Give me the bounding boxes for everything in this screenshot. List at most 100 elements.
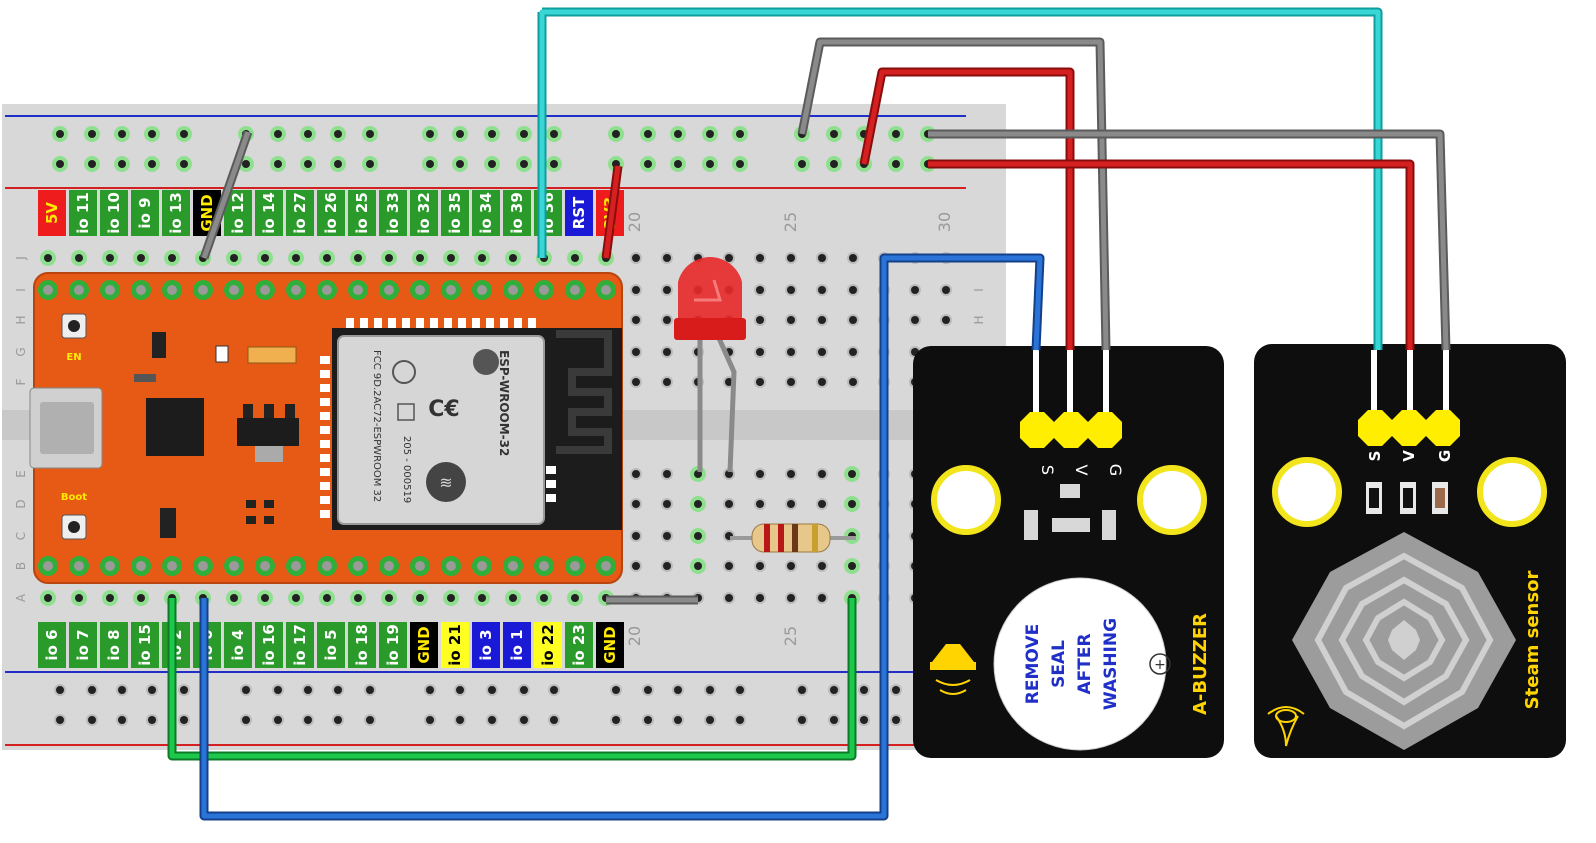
breadboard-hole-center (148, 130, 156, 138)
pin-label: io 5 (322, 629, 340, 660)
breadboard-hole-center (818, 562, 826, 570)
svg-text:AFTER: AFTER (1075, 633, 1095, 694)
row-letter: J (14, 256, 28, 261)
pin-label: io 9 (136, 197, 154, 228)
buzzer-pin-s[interactable] (1020, 412, 1054, 448)
pin-label: 5V (43, 202, 61, 224)
breadboard-hole-center (612, 716, 620, 724)
board-pin-center (570, 561, 580, 571)
breadboard-hole-center (426, 130, 434, 138)
breadboard-hole-center (292, 594, 300, 602)
breadboard-hole-center (56, 686, 64, 694)
esp-wroom-module: ESP-WROOM-32 FCC 9D.2AC72-ESPWROOM 32 20… (320, 318, 622, 530)
breadboard-hole-center (230, 254, 238, 262)
pin-label: io 21 (446, 624, 464, 666)
breadboard-hole-center (663, 378, 671, 386)
breadboard-hole-center (942, 316, 950, 324)
breadboard-hole-center (725, 500, 733, 508)
usb-port-inner (40, 402, 94, 454)
buzzer-smd-2 (1024, 510, 1038, 540)
svg-text:SEAL: SEAL (1049, 640, 1069, 688)
breadboard-hole-center (334, 716, 342, 724)
row-letter: E (14, 470, 28, 478)
breadboard-hole-center (456, 130, 464, 138)
buzzer-pin-g[interactable] (1088, 412, 1122, 448)
wire-cyan[interactable] (539, 9, 1381, 350)
breadboard-hole-center (632, 286, 640, 294)
breadboard-hole-center (663, 254, 671, 262)
breadboard-hole-center (274, 716, 282, 724)
breadboard-hole-center (75, 254, 83, 262)
module-pad (416, 318, 424, 328)
buzzer-seal-text: REMOVE SEAL AFTER WASHING (1023, 618, 1121, 710)
wire-red-buzzer-power[interactable] (861, 69, 1073, 350)
board-pin-center (477, 561, 487, 571)
breadboard-hole-center (663, 286, 671, 294)
board-pin-center (353, 285, 363, 295)
resistor[interactable] (730, 523, 856, 553)
breadboard-hole-center (230, 594, 238, 602)
steam-sensor-module: S V G Steam sensor (1254, 344, 1566, 758)
module-pad (320, 496, 330, 504)
breadboard-hole-center (148, 716, 156, 724)
breadboard-hole-center (426, 716, 434, 724)
resistor-band-1 (764, 524, 770, 552)
breadboard-hole-center (632, 562, 640, 570)
wire-red-steam-power[interactable] (928, 161, 1413, 350)
breadboard-hole-center (88, 686, 96, 694)
smd-resistor-2 (264, 404, 274, 418)
pin-label: io 35 (446, 192, 464, 234)
pin-label-box (565, 190, 593, 236)
recycle-icon (392, 360, 416, 384)
pin-label-box (565, 622, 593, 668)
steam-pin-g[interactable] (1426, 410, 1460, 446)
pin-label-box (503, 622, 531, 668)
breadboard-hole-center (818, 254, 826, 262)
breadboard-hole-center (736, 716, 744, 724)
module-pad (320, 440, 330, 448)
breadboard-hole-center (366, 160, 374, 168)
module-shield (337, 335, 545, 525)
breadboard-hole-center (550, 686, 558, 694)
breadboard-hole-center (137, 594, 145, 602)
wire-gray-steam-ground[interactable] (928, 131, 1449, 351)
breadboard-hole-center (366, 130, 374, 138)
breadboard-hole-center (456, 716, 464, 724)
breadboard-hole-center (261, 254, 269, 262)
board-pin-center (508, 561, 518, 571)
breadboard-hole-center (261, 594, 269, 602)
breadboard-hole-center (478, 254, 486, 262)
steam-pin-v[interactable] (1392, 410, 1426, 446)
breadboard-hole-center (706, 686, 714, 694)
wire-green-led-signal[interactable] (169, 598, 855, 759)
breadboard-hole-center (892, 130, 900, 138)
wire-blue-buzzer-signal[interactable] (201, 255, 1043, 819)
steam-label-g: G (1436, 450, 1454, 462)
pin-label: io 19 (384, 624, 402, 666)
steam-pin-s[interactable] (1358, 410, 1392, 446)
module-cert-text: 205 - 000519 (401, 436, 412, 503)
pin-label: io 8 (105, 629, 123, 660)
resistor-band-2 (778, 524, 784, 552)
red-led[interactable] (674, 257, 746, 473)
buzzer-plus-symbol: + (1154, 657, 1166, 673)
module-pad (430, 318, 438, 328)
wire-red-board-3v3[interactable] (603, 165, 621, 259)
row-letter: H (14, 315, 28, 324)
smd-cap-d (264, 516, 274, 524)
wire-gray-buzzer-ground[interactable] (799, 39, 1109, 351)
buzzer-pin-v[interactable] (1054, 412, 1088, 448)
breadboard-hole-center (106, 254, 114, 262)
breadboard-hole-center (756, 316, 764, 324)
module-pad (374, 318, 382, 328)
pin-label: io 12 (229, 192, 247, 234)
steam-mount-hole-right (1477, 457, 1547, 527)
board-pin-center (446, 285, 456, 295)
pin-label: io 26 (322, 192, 340, 234)
breadboard-hole-center (942, 286, 950, 294)
wire-gray-board-ground[interactable] (201, 131, 251, 259)
pin-label: io 13 (167, 192, 185, 234)
breadboard-hole-center (488, 686, 496, 694)
row-letter: G (14, 347, 28, 356)
